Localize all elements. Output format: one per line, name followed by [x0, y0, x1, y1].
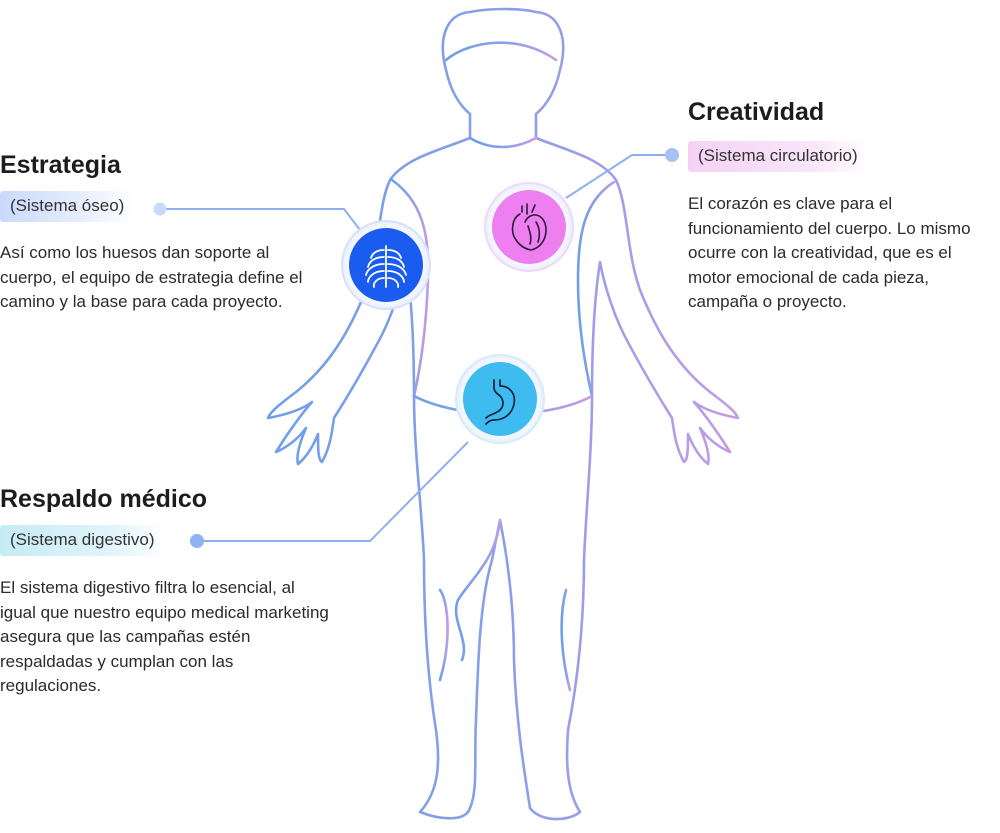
organ-heart [484, 182, 574, 272]
section-description: El sistema digestivo filtra lo esencial,… [0, 578, 329, 695]
heart-icon [511, 203, 547, 251]
connector-dot-estrategia [153, 202, 167, 216]
ribcage-icon [365, 245, 407, 288]
connector-dots [153, 148, 679, 548]
stomach-icon [485, 379, 516, 425]
connector-respaldo [197, 441, 469, 542]
section-description: El corazón es clave para el funcionamien… [688, 194, 971, 311]
system-tag: (Sistema circulatorio) [688, 141, 868, 172]
system-tag: (Sistema digestivo) [0, 525, 165, 556]
connector-dot-respaldo [190, 534, 204, 548]
system-tag: (Sistema óseo) [0, 191, 135, 222]
connector-estrategia [160, 208, 361, 231]
organ-stomach [455, 354, 545, 444]
section-estrategia: Estrategia (Sistema óseo) Así como los h… [0, 150, 320, 315]
connector-dot-creatividad [665, 148, 679, 162]
section-title: Estrategia [0, 151, 121, 179]
section-title: Creatividad [688, 98, 825, 126]
section-creatividad: Creatividad (Sistema circulatorio) El co… [688, 97, 998, 315]
section-title: Respaldo médico [0, 485, 207, 513]
section-description: Así como los huesos dan soporte al cuerp… [0, 243, 303, 311]
organ-ribcage [341, 220, 431, 310]
section-respaldo: Respaldo médico (Sistema digestivo) El s… [0, 484, 330, 699]
connector-creatividad [565, 154, 672, 199]
connector-lines [160, 154, 672, 542]
